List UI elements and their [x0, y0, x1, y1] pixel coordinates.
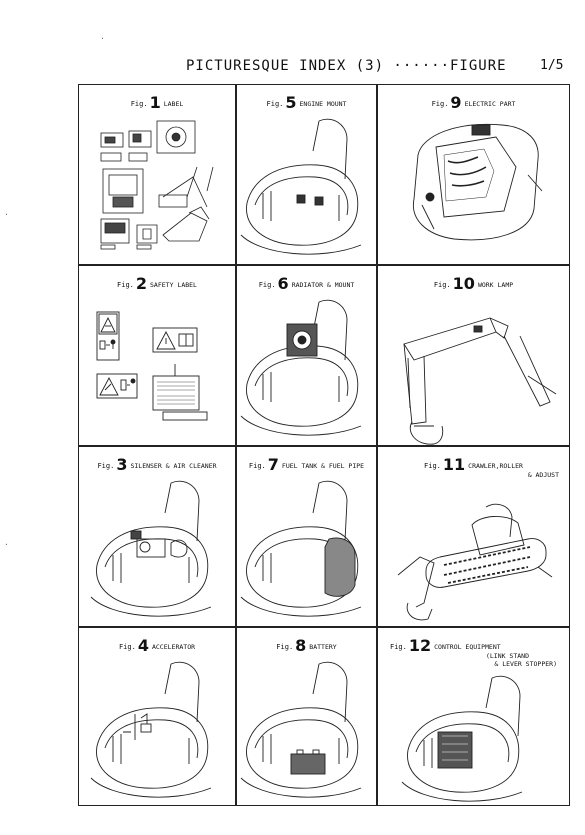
excavator-cab-icon: [240, 118, 362, 255]
figure-prefix: Fig.: [258, 281, 276, 289]
figure-number: 9: [450, 93, 462, 112]
figure-label: ACCELERATOR: [151, 643, 196, 651]
figure-number: 7: [267, 455, 279, 474]
figure-label: ELECTRIC PART: [464, 100, 516, 108]
figure-prefix: Fig.: [424, 462, 441, 470]
figure-number: 8: [295, 636, 307, 655]
page-title: PICTURESQUE INDEX (3) ······FIGURE: [186, 58, 507, 74]
figure-label-line3: & LEVER STOPPER): [494, 660, 557, 668]
crawler-excavator-icon: [397, 503, 553, 621]
figure-number: 6: [277, 274, 289, 293]
figure-label: ENGINE MOUNT: [299, 100, 347, 108]
figure-label: RADIATOR & MOUNT: [291, 281, 355, 289]
figure-prefix: Fig.: [431, 100, 449, 108]
figure-label: LABEL: [163, 100, 184, 108]
figure-number: 10: [452, 274, 475, 293]
figure-label-line2: (LINK STAND: [485, 652, 529, 660]
figure-prefix: Fig.: [97, 462, 115, 470]
safety-label-icon: [96, 311, 208, 421]
figure-prefix: Fig.: [248, 462, 266, 470]
figure-prefix: Fig.: [117, 281, 134, 289]
figure-prefix: Fig.: [130, 100, 148, 108]
excavator-cab-tank-icon: [240, 480, 362, 617]
figure-number: 5: [285, 93, 297, 112]
excavator-cab-battery-icon: [240, 661, 362, 798]
figure-number: 1: [149, 93, 161, 112]
figure-prefix: Fig.: [118, 643, 136, 651]
margin-dot: ·: [100, 34, 105, 43]
label-sheet-icon: [100, 120, 214, 250]
figure-prefix: Fig.: [433, 281, 451, 289]
figure-number: 12: [408, 636, 432, 655]
figure-label: SAFETY LABEL: [150, 281, 197, 289]
figure-label: FUEL TANK & FUEL PIPE: [281, 462, 365, 470]
figure-label: CONTROL EQUIPMENT: [434, 643, 501, 651]
excavator-cab-icon: [90, 661, 212, 798]
figure-number: 4: [137, 636, 149, 655]
figure-prefix: Fig.: [266, 100, 284, 108]
margin-dot: ·: [4, 540, 9, 549]
figure-label-line2: & ADJUST: [527, 471, 559, 479]
figure-number: 11: [442, 455, 466, 474]
excavator-top-icon: [412, 123, 543, 241]
figure-prefix: Fig.: [390, 643, 407, 651]
figure-number: 3: [116, 455, 128, 474]
excavator-cab-controls-icon: [401, 675, 523, 802]
figure-number: 2: [135, 274, 148, 293]
excavator-cab-radiator-icon: [240, 299, 362, 436]
margin-dot: ·: [4, 210, 9, 219]
figure-prefix: Fig.: [276, 643, 294, 651]
page-number: 1/5: [540, 58, 564, 73]
excavator-cab-muffler-icon: [90, 480, 212, 617]
figure-label: WORK LAMP: [477, 281, 514, 289]
figure-label: SILENSER & AIR CLEANER: [130, 462, 217, 470]
figure-label: BATTERY: [309, 643, 337, 651]
figure-label: CRAWLER,ROLLER: [468, 462, 523, 470]
boom-arm-icon: [403, 317, 557, 445]
page-header: PICTURESQUE INDEX (3) ······FIGURE 1/5: [0, 58, 585, 78]
